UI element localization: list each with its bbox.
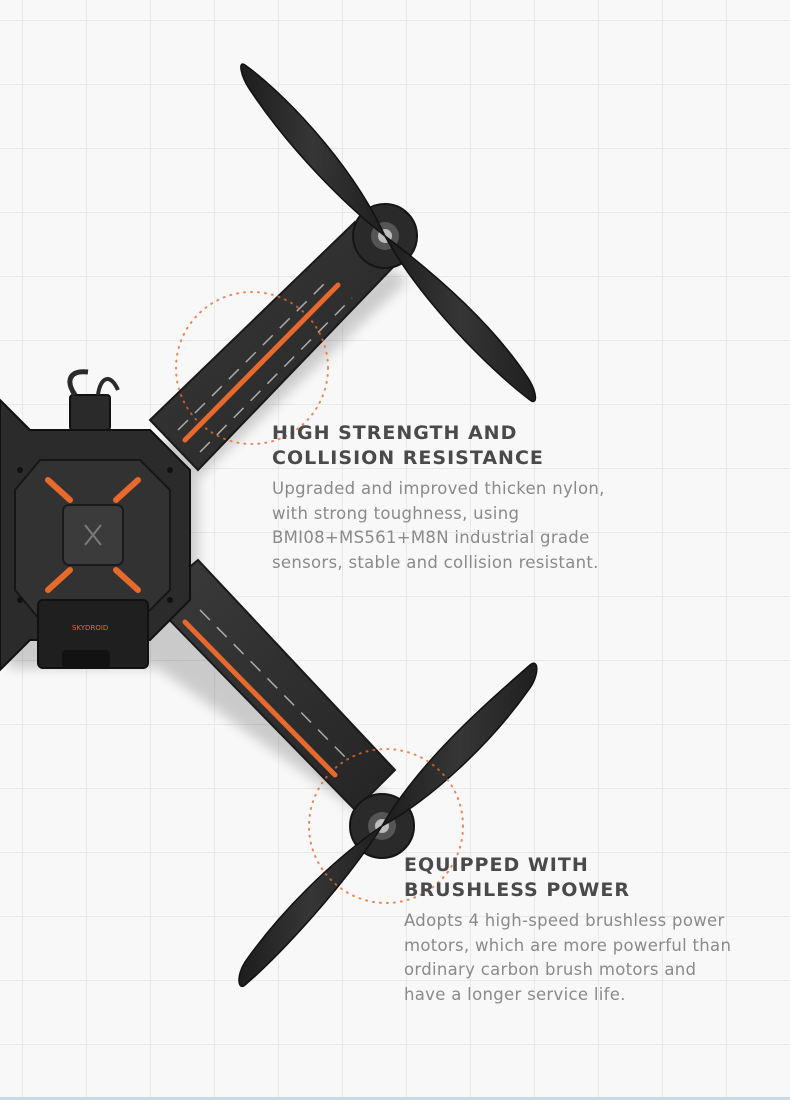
strength-callout: HIGH STRENGTH AND COLLISION RESISTANCE U… bbox=[272, 421, 682, 575]
lower-arm bbox=[148, 558, 397, 812]
bottom-propeller bbox=[238, 662, 538, 988]
bottom-divider bbox=[0, 1097, 790, 1100]
drone-body: SKYDROID bbox=[0, 369, 191, 672]
arm-highlight-circle bbox=[175, 291, 329, 445]
strength-heading: HIGH STRENGTH AND COLLISION RESISTANCE bbox=[272, 422, 544, 469]
motor-highlight-circle bbox=[308, 748, 464, 904]
power-description: Adopts 4 high-speed brushless power moto… bbox=[404, 911, 732, 1004]
power-heading: EQUIPPED WITH BRUSHLESS POWER bbox=[404, 854, 630, 901]
power-callout: EQUIPPED WITH BRUSHLESS POWER Adopts 4 h… bbox=[404, 853, 784, 1007]
strength-description: Upgraded and improved thicken nylon, wit… bbox=[272, 479, 605, 572]
top-propeller bbox=[240, 63, 537, 403]
body-logo-text: SKYDROID bbox=[72, 624, 108, 632]
